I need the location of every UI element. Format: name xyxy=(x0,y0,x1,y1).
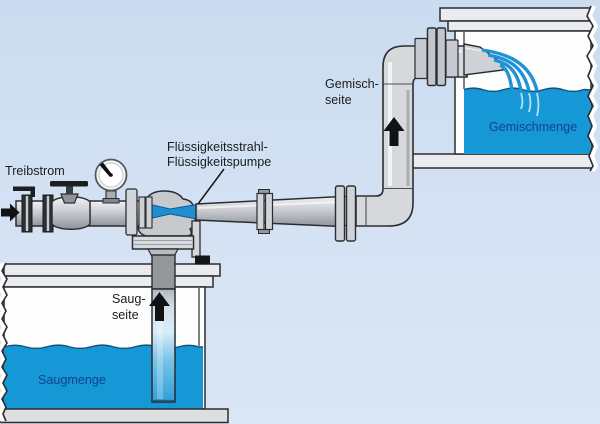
inlet-hub-left xyxy=(414,37,428,80)
torn-edge-right xyxy=(586,5,600,173)
spray-stream-1 xyxy=(481,48,539,92)
mixture-tank-lid-bottom xyxy=(447,20,599,32)
valve-handle xyxy=(50,181,88,187)
label-gemischseite-line1: Gemisch- xyxy=(325,77,379,91)
label-treibstrom: Treibstrom xyxy=(5,164,65,178)
label-saugseite-line2: seite xyxy=(112,308,139,322)
pump-inlet-flange-3 xyxy=(145,196,153,229)
suction-tank-lid-top xyxy=(3,263,221,277)
mixture-tank-lid-top xyxy=(439,7,595,22)
mixture-water-surface xyxy=(463,87,592,93)
suction-tank-lid-bottom xyxy=(3,275,214,288)
spray-underwater xyxy=(520,92,540,117)
pressure-gauge xyxy=(94,158,128,204)
mixture-water xyxy=(464,88,591,154)
valve-stem xyxy=(66,185,73,195)
nozzle-highlight xyxy=(464,47,482,52)
label-saugmenge: Saugmenge xyxy=(38,373,106,387)
spray-streams xyxy=(481,48,539,92)
suction-flow-arrow xyxy=(149,292,170,321)
pump-label-leader-line xyxy=(197,168,225,205)
spray-stream-2 xyxy=(487,53,531,92)
pump-inlet-flange xyxy=(125,188,138,236)
suction-pipe-upper xyxy=(151,254,176,290)
label-pump-line2: Flüssigkeitspumpe xyxy=(167,155,271,169)
mixture-tank xyxy=(405,7,599,169)
suction-tank xyxy=(0,262,229,424)
label-gemischseite-line2: seite xyxy=(325,93,352,107)
suction-tank-base xyxy=(0,408,229,424)
tube-highlight xyxy=(157,292,163,399)
label-pump-line1: Flüssigkeitsstrahl- xyxy=(167,140,268,154)
diffuser xyxy=(195,189,342,234)
drive-flange-a xyxy=(21,194,33,233)
gauge-needle xyxy=(99,162,113,177)
torn-edge-left-white xyxy=(0,262,7,422)
spray-stream-3 xyxy=(493,58,523,92)
diffuser-end-flange-2 xyxy=(345,185,357,242)
label-saugseite-line1: Saug- xyxy=(112,292,146,306)
labels: Treibstrom Flüssigkeitsstrahl- Flüssigke… xyxy=(5,77,577,387)
base-flange-lines xyxy=(134,240,192,245)
spray-stream-4 xyxy=(499,63,514,92)
tank-inlet-flange-2 xyxy=(436,27,447,87)
pump-base-flange xyxy=(131,235,195,250)
torn-edge-right-white xyxy=(587,5,599,173)
pump-support-foot xyxy=(195,255,210,265)
mixture-flow-arrow xyxy=(383,117,405,146)
diffuser-mid-flange-1 xyxy=(256,192,265,231)
drive-flow-arrow xyxy=(1,203,20,222)
drive-line xyxy=(1,158,153,236)
tank-inlet-flange-1 xyxy=(426,27,437,87)
shutoff-valve xyxy=(50,181,91,230)
valve-bonnet xyxy=(60,193,79,204)
bleed-valve-lever xyxy=(13,186,35,197)
mixture-tank-shelf xyxy=(405,153,598,169)
inlet-hub-right xyxy=(445,39,459,78)
diffuser-mid-flange-2 xyxy=(264,192,274,231)
mixture-riser-pipe xyxy=(334,27,540,242)
gauge-nut xyxy=(102,198,120,204)
suction-connection xyxy=(131,220,210,403)
label-gemischmenge: Gemischmenge xyxy=(489,120,577,134)
pump-inlet-flange-2 xyxy=(138,196,146,229)
torn-edge-left-line xyxy=(1,262,8,422)
diffuser-end-flange-1 xyxy=(334,185,346,242)
gauge-hub xyxy=(109,173,113,177)
torn-edge-right-line xyxy=(586,5,594,172)
